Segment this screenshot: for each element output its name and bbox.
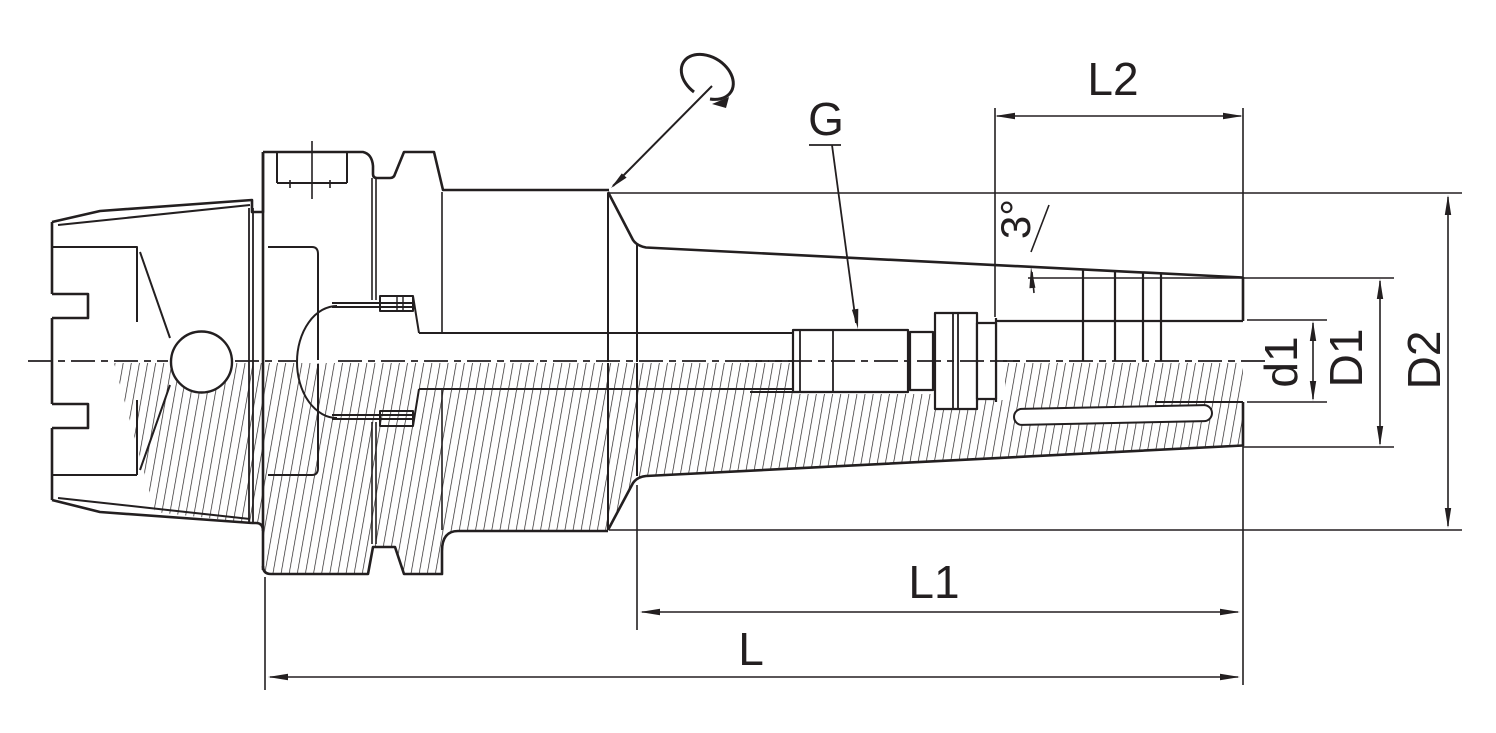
rotation-symbol <box>611 52 735 188</box>
l-arrow-left <box>268 673 288 681</box>
label-L1: L1 <box>908 556 959 608</box>
l1-arrow-right <box>1220 608 1240 616</box>
l-arrow-right <box>1220 673 1240 681</box>
l1-arrow-left <box>640 608 660 616</box>
interior-lines <box>52 141 1163 544</box>
rotation-leader-arrow <box>611 173 627 188</box>
label-D1: D1 <box>1320 329 1372 388</box>
l2-arrow-left <box>995 112 1015 120</box>
d2-arrow-up <box>1444 195 1452 215</box>
l2-arrow-right <box>1223 112 1243 120</box>
coolant-slot <box>1013 404 1213 426</box>
label-G: G <box>808 93 844 145</box>
dimension-arrowheads <box>268 112 1452 681</box>
rotation-leader-line <box>612 85 713 187</box>
drive-slot-arc-top <box>169 330 234 363</box>
rotation-loop-arrow <box>712 97 729 108</box>
d2-arrow-down <box>1444 508 1452 528</box>
label-d1: d1 <box>1255 336 1307 387</box>
angle-arrow <box>1029 267 1036 289</box>
d1-arrow-up <box>1309 321 1317 341</box>
d1-arrow-down <box>1309 381 1317 401</box>
adjustment-screw <box>750 311 998 411</box>
D1-arrow-down <box>1376 426 1384 446</box>
g-leader <box>809 144 859 329</box>
label-angle-3deg: 3° <box>992 199 1039 239</box>
dimensions <box>264 108 1462 690</box>
dimension-labels: L2 G 3° d1 D1 D2 L1 L <box>738 53 1450 675</box>
drive-slot-arc-bottom <box>169 361 234 394</box>
hatch-section <box>114 330 1243 574</box>
label-D2: D2 <box>1398 331 1450 390</box>
angle-ray <box>1030 204 1050 253</box>
rotation-loop <box>679 52 735 101</box>
label-L2: L2 <box>1087 53 1138 105</box>
label-L: L <box>738 623 764 675</box>
D1-arrow-up <box>1376 279 1384 299</box>
